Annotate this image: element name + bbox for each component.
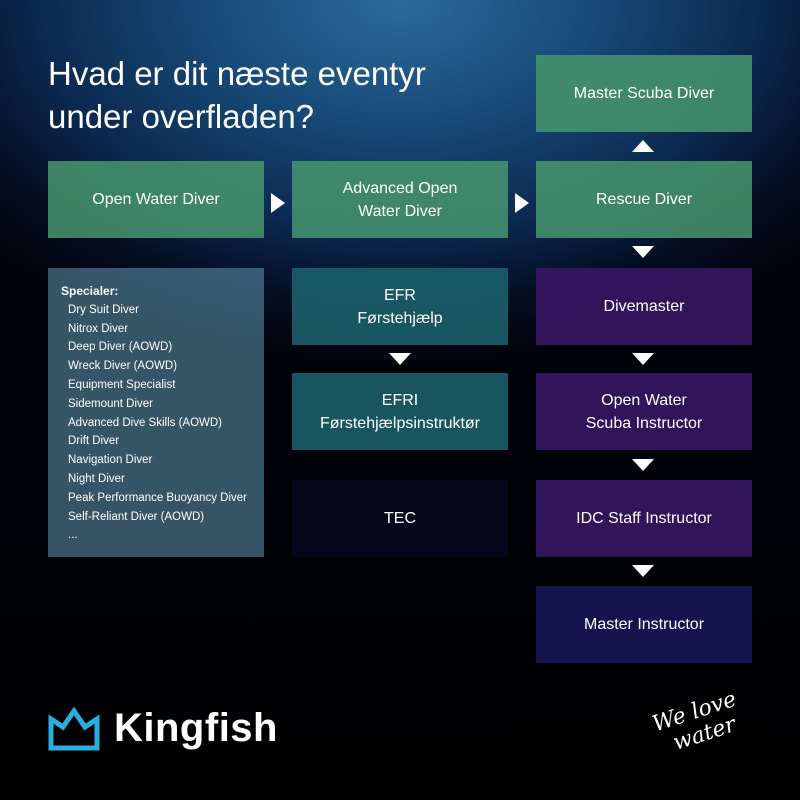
specialty-item: Dry Suit Diver (68, 303, 139, 316)
box-divemaster: Divemaster (536, 268, 752, 345)
box-open-water-diver: Open Water Diver (48, 161, 264, 238)
specialty-item: Navigation Diver (68, 454, 153, 467)
crown-icon (48, 706, 100, 750)
specialty-item: Equipment Specialist (68, 378, 176, 391)
specialty-item: Peak Performance Buoyancy Diver (68, 491, 247, 504)
box-rescue-diver: Rescue Diver (536, 161, 752, 238)
specialty-item: Night Diver (68, 472, 125, 485)
specialty-item: ... (68, 529, 78, 542)
specialty-item: Nitrox Diver (68, 322, 129, 335)
specialty-item: Self-Reliant Diver (AOWD) (68, 510, 205, 523)
brand-name: Kingfish (114, 706, 278, 750)
box-tec: TEC (292, 480, 508, 557)
box-master-scuba-diver: Master Scuba Diver (536, 55, 752, 132)
arrow-down-icon (632, 459, 654, 471)
specialty-item: Sidemount Diver (68, 397, 154, 410)
specialty-item: Drift Diver (68, 435, 120, 448)
kingfish-logo: Kingfish (48, 706, 278, 751)
specialties-heading: Specialer: (61, 284, 119, 298)
specialty-item: Wreck Diver (AOWD) (68, 360, 178, 373)
box-idc-staff: IDC Staff Instructor (536, 480, 752, 557)
arrow-down-icon (389, 353, 411, 365)
arrow-up-icon (632, 140, 654, 152)
specialty-item: Deep Diver (AOWD) (68, 341, 173, 354)
specialty-item: Advanced Dive Skills (AOWD) (68, 416, 223, 429)
arrow-down-icon (632, 565, 654, 577)
arrow-right-icon (515, 193, 529, 213)
arrow-right-icon (271, 193, 285, 213)
box-master-instructor: Master Instructor (536, 586, 752, 663)
arrow-down-icon (632, 353, 654, 365)
arrow-down-icon (632, 246, 654, 258)
